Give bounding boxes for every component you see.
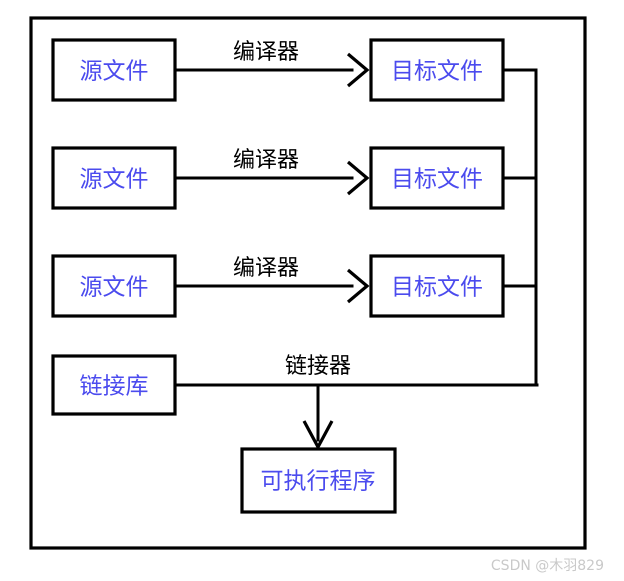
connector-layer xyxy=(173,68,539,442)
node-box[interactable] xyxy=(51,254,177,318)
node-source-file-1[interactable]: 源文件 xyxy=(51,38,177,102)
csdn-watermark: CSDN @木羽829 xyxy=(491,558,604,574)
node-label-executable-program: 可执行程序 xyxy=(261,469,376,495)
node-label-link-library: 链接库 xyxy=(80,374,149,400)
node-source-file-2[interactable]: 源文件 xyxy=(51,146,177,210)
node-box[interactable] xyxy=(51,38,177,102)
node-executable-program[interactable]: 可执行程序 xyxy=(240,447,397,514)
node-box[interactable] xyxy=(369,254,505,318)
node-label-object-file-1: 目标文件 xyxy=(391,59,483,85)
edge-label-compiler-2: 编译器 xyxy=(233,148,299,173)
node-object-file-2[interactable]: 目标文件 xyxy=(369,146,505,210)
arrowhead-right-3 xyxy=(346,268,370,304)
node-label-source-file-2: 源文件 xyxy=(80,167,149,193)
outer-border xyxy=(29,16,587,550)
edge-object1-to-linker-bus xyxy=(501,68,538,387)
node-label-object-file-2: 目标文件 xyxy=(391,167,483,193)
node-label-object-file-3: 目标文件 xyxy=(391,275,483,301)
node-label-source-file-1: 源文件 xyxy=(80,59,149,85)
node-source-file-3[interactable]: 源文件 xyxy=(51,254,177,318)
node-label-source-file-3: 源文件 xyxy=(80,275,149,301)
node-object-file-3[interactable]: 目标文件 xyxy=(369,254,505,318)
node-box[interactable] xyxy=(51,354,177,416)
arrowhead-right-1 xyxy=(346,52,370,88)
node-link-library[interactable]: 链接库 xyxy=(51,354,177,416)
edge-label-compiler-1: 编译器 xyxy=(233,40,299,65)
arrowhead-right-2 xyxy=(346,160,370,196)
arrowhead-layer xyxy=(302,52,370,451)
node-box[interactable] xyxy=(51,146,177,210)
edge-label-compiler-3: 编译器 xyxy=(233,256,299,281)
node-box[interactable] xyxy=(369,146,505,210)
edge-label-layer: 编译器 编译器 编译器 链接器 xyxy=(233,40,351,379)
edge-label-linker: 链接器 xyxy=(285,354,351,379)
arrowhead-down-executable xyxy=(302,420,334,451)
node-box[interactable] xyxy=(369,38,505,102)
node-object-file-1[interactable]: 目标文件 xyxy=(369,38,505,102)
node-box[interactable] xyxy=(240,447,397,514)
